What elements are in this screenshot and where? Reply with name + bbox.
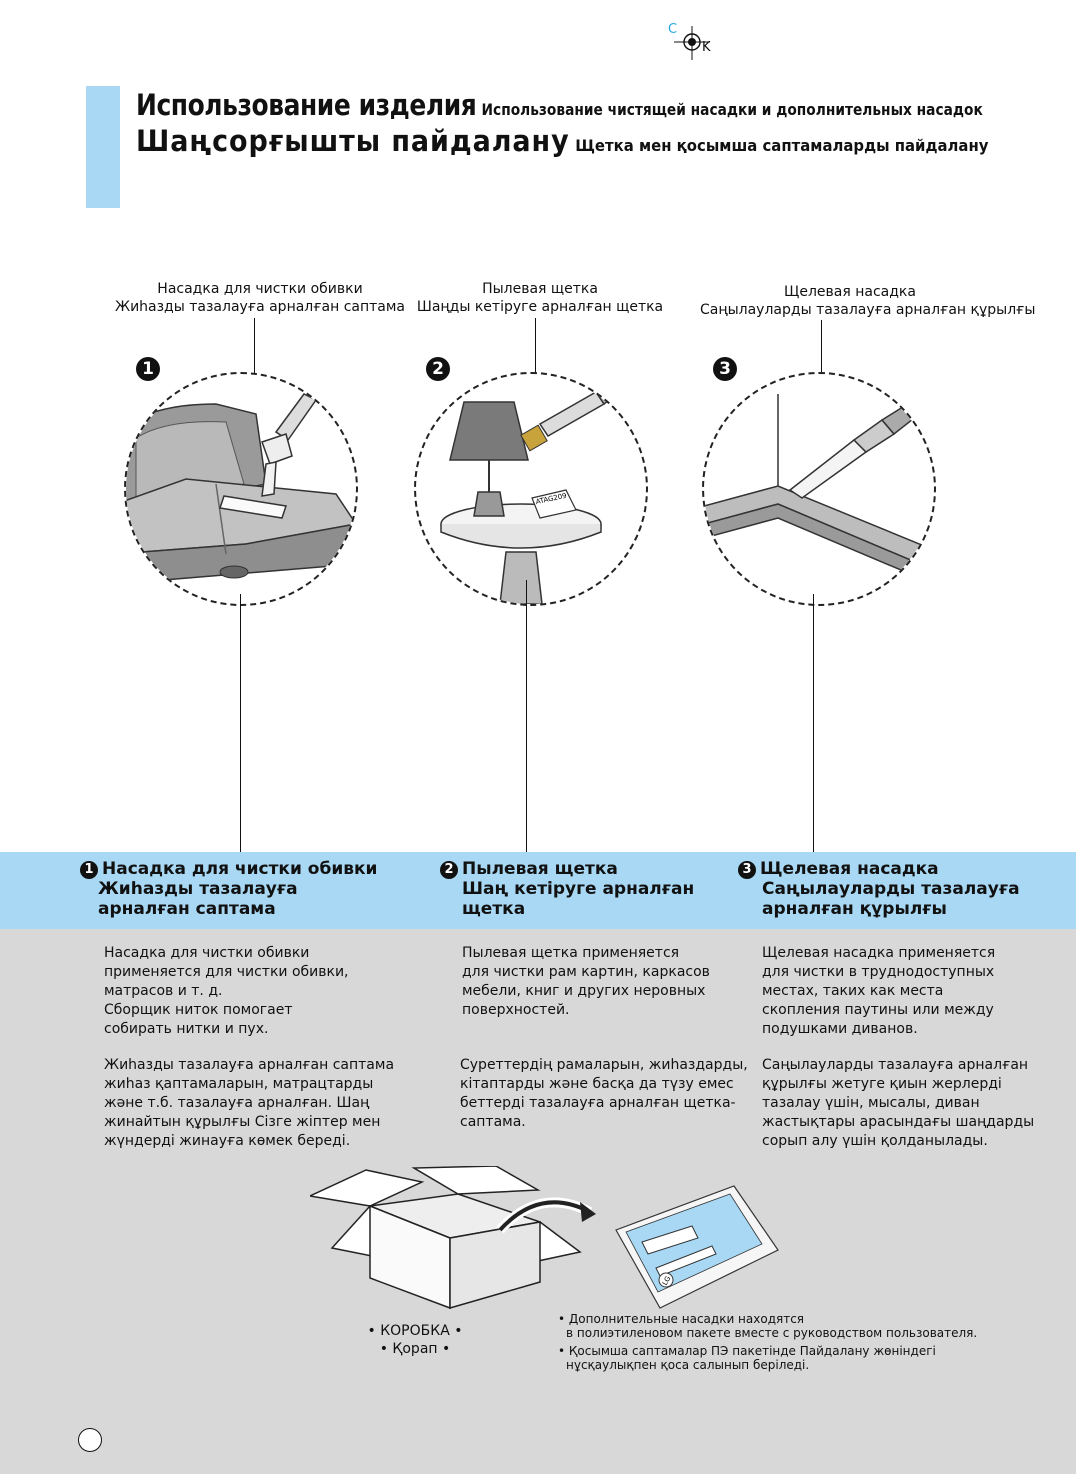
label-ru: Насадка для чистки обивки [157,281,363,297]
text-line: поверхностей. [462,1002,570,1018]
box-label: • КОРОБКА • • Қорап • [330,1322,500,1358]
side-tab [86,86,120,208]
box-label-kz: • Қорап • [379,1341,451,1357]
text-line: для чистки в труднодоступных [762,964,995,980]
text-line: местах, таких как места [762,983,944,999]
title-line: Жиһазды тазалауға [98,879,298,899]
text-line: жастықтары арасындағы шаңдарды [762,1114,1035,1130]
text-line: құрылғы жетуге қиын жерлерді [762,1076,1002,1092]
number-badge-1: 1 [136,357,160,381]
text-line: собирать нитки и пух. [104,1021,269,1037]
number-badge-2: 2 [426,357,450,381]
text-line: Саңылауларды тазалауға арналған [762,1057,1029,1073]
note-line: нұсқаулықпен қоса салынып беріледі. [566,1358,810,1372]
bag-logo-text: LG [661,1275,673,1287]
label-ru: Щелевая насадка [784,284,916,300]
page-title-kz: Шаңсорғышты пайдалану [136,124,570,158]
section-1-ru-text: Насадка для чистки обивки применяется дл… [104,944,349,1039]
leader-line-bottom-3 [813,594,814,854]
text-line: Суреттердің рамаларын, жиһаздарды, [460,1057,748,1073]
page-subtitle-kz: Щетка мен қосымша саптамаларды пайдалану [575,136,989,155]
text-line: скопления паутины или между [762,1002,994,1018]
label-kz: Саңылауларды тазалауға арналған құрылғы [700,302,1036,318]
crosshair-icon [674,26,710,60]
section-3-kz-text: Саңылауларды тазалауға арналған құрылғы … [762,1056,1034,1151]
registration-c: C [668,22,678,37]
illustration-label-2: Пылевая щетка Шаңды кетіруге арналған ще… [390,280,690,316]
title-row-kz: Шаңсорғышты пайдалану Щетка мен қосымша с… [136,124,1053,158]
number-badge: 3 [738,861,756,879]
text-line: Жиһазды тазалауға арналған саптама [104,1057,395,1073]
text-line: жинайтын құрылғы Сізге жіптер мен [104,1114,381,1130]
text-line: саптама. [460,1114,526,1130]
registration-k: K [702,40,711,55]
text-line: Насадка для чистки обивки [104,945,310,961]
section-title-band [0,852,1076,929]
text-line: сорып алу үшін қолданылады. [762,1133,988,1149]
label-kz: Жиһазды тазалауға арналған саптама [114,299,406,315]
text-line: беттерді тазалауға арналған щетка- [460,1095,736,1111]
label-ru: Пылевая щетка [482,281,598,297]
text-line: применяется для чистки обивки, [104,964,349,980]
number-badge-3: 3 [713,357,737,381]
note-line: в полиэтиленовом пакете вместе с руковод… [566,1326,978,1340]
title-line: Насадка для чистки обивки [102,859,378,879]
package-note: • Дополнительные насадки находятся в пол… [558,1312,977,1372]
text-line: Щелевая насадка применяется [762,945,996,961]
title-line: щетка [462,899,526,919]
leader-line-bottom-2 [526,580,527,854]
text-line: матрасов и т. д. [104,983,223,999]
crevice-tool-image [704,394,934,585]
text-line: Сборщик ниток помогает [104,1002,293,1018]
box-label-ru: • КОРОБКА • [367,1323,463,1339]
text-line: для чистки рам картин, каркасов [462,964,710,980]
text-line: тазалау үшін, мысалы, диван [762,1095,980,1111]
text-line: кітаптарды және басқа да түзу емес [460,1076,734,1092]
title-line: арналған құрылғы [762,899,947,919]
illustration-upholstery-nozzle [124,372,358,606]
section-2-kz-text: Суреттердің рамаларын, жиһаздарды, кітап… [460,1056,748,1132]
section-1-kz-text: Жиһазды тазалауға арналған саптама жиһаз… [104,1056,394,1151]
text-line: подушками диванов. [762,1021,918,1037]
illustration-label-1: Насадка для чистки обивки Жиһазды тазала… [110,280,410,316]
number-badge: 1 [80,861,98,879]
sofa-nozzle-image [126,393,356,584]
section-3-ru-text: Щелевая насадка применяется для чистки в… [762,944,995,1039]
note-line: • Дополнительные насадки находятся [558,1312,805,1326]
illustration-crevice-tool [702,372,936,606]
page-subtitle-ru: Использование чистящей насадки и дополни… [481,100,983,119]
section-2-ru-text: Пылевая щетка применяется для чистки рам… [462,944,710,1020]
page-number-circle [78,1428,102,1452]
box-illustration [310,1166,596,1310]
text-line: мебели, книг и других неровных [462,983,706,999]
title-line: Пылевая щетка [462,859,618,879]
text-line: Пылевая щетка применяется [462,945,680,961]
title-line: Щелевая насадка [760,859,939,879]
text-line: жиһаз қаптамаларын, матрацтарды [104,1076,374,1092]
label-kz: Шаңды кетіруге арналған щетка [416,299,664,315]
leader-line-bottom-1 [240,594,241,854]
number-badge: 2 [440,861,458,879]
title-line: Саңылауларды тазалауға [762,879,1020,899]
bag-illustration: LG [615,1185,779,1309]
registration-mark: C K [660,20,720,60]
note-line: • Қосымша саптамалар ПЭ пакетінде Пайдал… [558,1344,936,1358]
title-line: арналған саптама [98,899,276,919]
text-line: және т.б. тазалауға арналған. Шаң [104,1095,370,1111]
illustration-dust-brush: ATAG209 [414,372,648,606]
lamp-brush-image: ATAG209 [440,374,633,604]
illustration-label-3: Щелевая насадка Саңылауларды тазалауға а… [700,283,1036,319]
title-line: Шаң кетіруге арналған [462,879,695,899]
text-line: жүндерді жинауға көмек береді. [104,1133,351,1149]
page-title-ru: Использование изделия [136,88,477,122]
